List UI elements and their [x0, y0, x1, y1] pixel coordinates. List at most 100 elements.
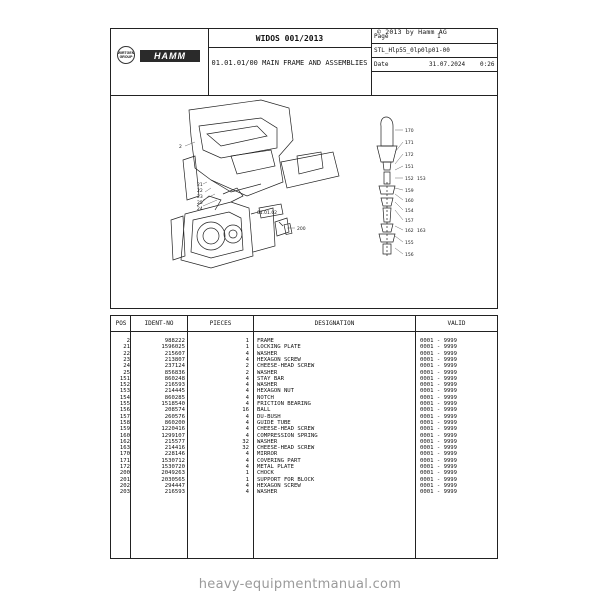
cell-ident: 860200: [164, 419, 185, 426]
cell-valid: 0001 - 9999: [420, 426, 458, 433]
cell-ident: 228146: [164, 451, 185, 458]
ref-row: STL_Hlp55_0lp0lp01-00: [371, 43, 497, 58]
cell-designation: DU-BUSH: [257, 413, 281, 420]
cell-valid: 0001 - 9999: [420, 476, 458, 483]
cell-ident: 856836: [164, 369, 185, 376]
callout-label: 162: [405, 228, 414, 234]
callout-label: 157: [405, 218, 414, 224]
callout-label: 22: [197, 188, 203, 194]
time-value: 0:26: [480, 60, 495, 68]
cell-pieces: 1: [245, 338, 249, 344]
cell-pieces: 4: [245, 375, 249, 382]
cell-pieces: 4: [245, 394, 249, 401]
cell-designation: WASHER: [257, 369, 278, 376]
cell-valid: 0001 - 9999: [420, 369, 458, 376]
callout-label: 171: [405, 140, 414, 146]
cell-pos: 203: [119, 489, 130, 496]
cell-designation: HEXAGON SCREW: [257, 356, 301, 363]
cell-valid: 0001 - 9999: [420, 419, 458, 426]
cell-pieces: 32: [242, 438, 249, 445]
cell-pieces: 4: [245, 451, 249, 458]
cell-ident: 237124: [164, 363, 185, 370]
page-row: Page 1: [371, 29, 497, 44]
cell-pos: 21: [123, 344, 130, 351]
cell-ident: 216593: [164, 382, 185, 389]
cell-pos: 171: [119, 457, 130, 464]
cell-pos: 163: [119, 445, 130, 452]
wirtgen-logo: WIRTGEN GROUP: [117, 46, 135, 64]
callout-label: 2: [179, 144, 182, 150]
cell-ident: 860248: [164, 375, 185, 382]
callout-label: 152: [405, 176, 414, 182]
cell-ident: 294447: [164, 482, 185, 489]
footer-watermark: heavy-equipmentmanual.com: [198, 577, 402, 592]
cell-ident: 860285: [164, 394, 185, 401]
cell-pos: 170: [119, 451, 130, 458]
cell-pos: 200: [119, 470, 130, 477]
cell-designation: FRICTION BEARING: [257, 401, 311, 407]
cell-valid: 0001 - 9999: [420, 407, 458, 414]
cell-pos: 2: [126, 338, 130, 344]
cell-pieces: 4: [245, 388, 249, 395]
cell-designation: WASHER: [257, 382, 278, 389]
cell-designation: WASHER: [257, 350, 278, 357]
cell-ident: 213807: [164, 356, 185, 363]
cell-designation: HEXAGON SCREW: [257, 482, 301, 489]
header-valid: VALID: [447, 320, 466, 327]
cell-valid: 0001 - 9999: [420, 338, 458, 344]
cell-valid: 0001 - 9999: [420, 445, 458, 452]
callout-label: 163: [417, 228, 426, 234]
document-header: WIRTGEN GROUP HAMM WIDOS 001/2013 01.01.…: [110, 28, 498, 96]
callout-label: 172: [405, 152, 414, 158]
cell-valid: 0001 - 9999: [420, 394, 458, 401]
header-ident: IDENT-NO: [144, 320, 174, 327]
callout-label: 200: [297, 226, 306, 232]
cell-ident: 988222: [164, 338, 185, 344]
callout-label: 170: [405, 128, 414, 134]
ref-value: STL_Hlp55_0lp0lp01-00: [374, 46, 450, 54]
cell-pieces: 4: [245, 419, 249, 426]
column-divider: [415, 316, 416, 558]
cell-ident: 1596025: [161, 344, 185, 351]
callout-label: 25: [197, 200, 203, 206]
cell-valid: 0001 - 9999: [420, 464, 458, 470]
callout-label: 21: [197, 182, 203, 188]
callout-label: 159: [405, 188, 414, 194]
cell-ident: 260576: [164, 413, 185, 420]
copyright-notice: © 2013 by Hamm AG: [377, 28, 447, 36]
logo-area: WIRTGEN GROUP HAMM: [111, 29, 209, 95]
cell-pos: 201: [119, 476, 130, 483]
cell-ident: 208574: [164, 407, 185, 414]
title-area: WIDOS 001/2013 01.01.01/00 MAIN FRAME AN…: [208, 29, 372, 95]
header-pieces: PIECES: [209, 320, 232, 327]
cell-pieces: 4: [245, 382, 249, 389]
cell-ident: 2049263: [161, 470, 185, 477]
cell-valid: 0001 - 9999: [420, 356, 458, 363]
cell-pieces: 16: [242, 407, 249, 414]
cell-valid: 0001 - 9999: [420, 388, 458, 395]
doc-title: WIDOS 001/2013: [208, 29, 371, 48]
cell-valid: 0001 - 9999: [420, 363, 458, 370]
cell-designation: HEXAGON NUT: [257, 388, 295, 395]
cell-pieces: 4: [245, 356, 249, 363]
date-row: Date 31.07.2024 0:26: [371, 57, 497, 72]
cell-pos: 151: [119, 375, 130, 382]
column-divider: [187, 316, 188, 558]
cell-designation: STAY BAR: [257, 375, 284, 382]
cell-valid: 0001 - 9999: [420, 451, 458, 458]
